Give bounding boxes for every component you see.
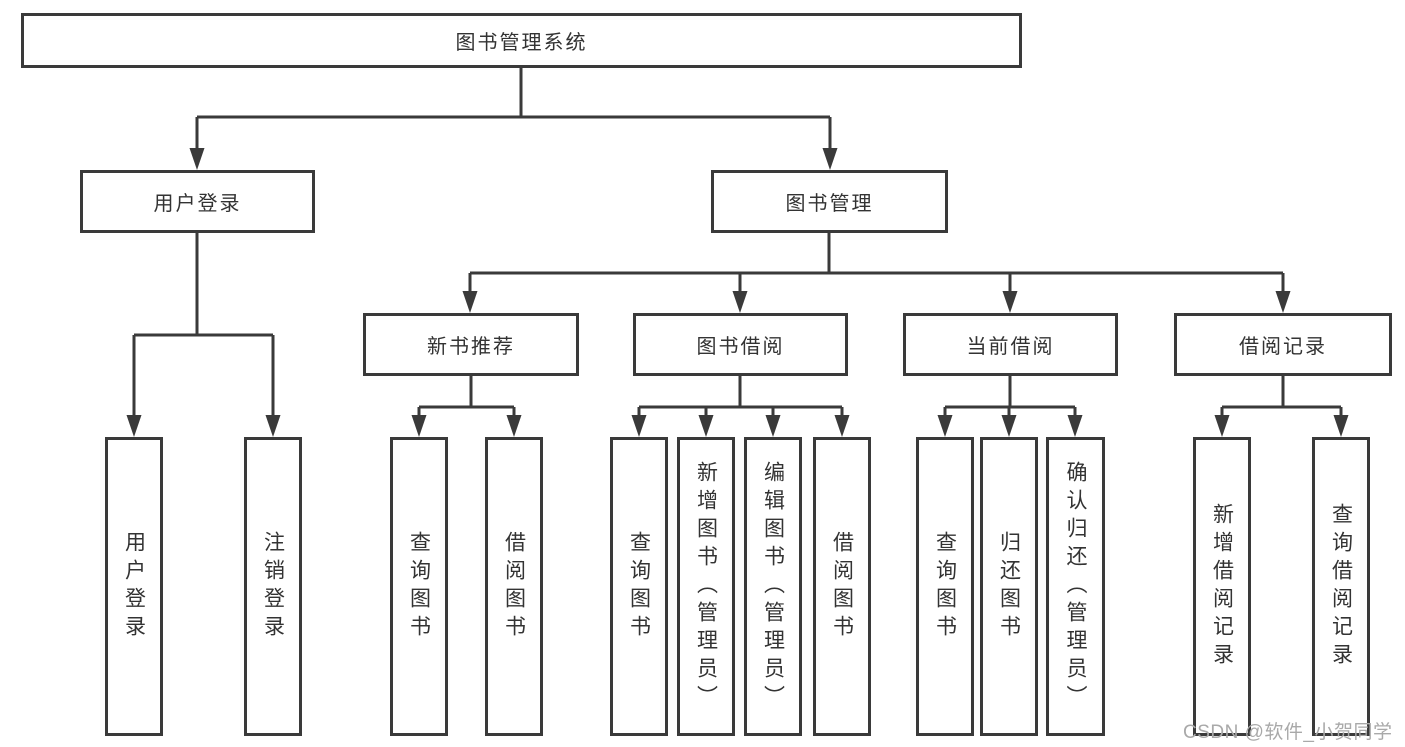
leaf-current-query-books: 查询图书 [916,437,974,736]
arrowhead-icon [937,415,953,437]
leaf-recommend-borrow-books-label: 借阅图书 [502,530,526,643]
arrowhead-icon [631,415,647,437]
leaf-current-confirm-return-admin-label: 确认归还（管理员） [1064,460,1087,713]
node-borrow-records-label: 借阅记录 [1239,336,1327,358]
node-book-management-label: 图书管理 [785,193,874,215]
leaf-recommend-query-books: 查询图书 [390,437,448,736]
leaf-user-login: 用户登录 [105,437,163,736]
arrowhead-icon [411,415,427,437]
arrowhead-icon [462,291,478,313]
arrowhead-icon [1002,291,1018,313]
node-borrow-records: 借阅记录 [1174,313,1392,376]
leaf-recommend-borrow-books: 借阅图书 [485,437,543,736]
leaf-records-query-record-label: 查询借阅记录 [1329,502,1353,671]
arrowhead-icon [1275,291,1291,313]
arrowhead-icon [506,415,522,437]
leaf-records-add-record-label: 新增借阅记录 [1210,502,1234,671]
leaf-borrow-add-books-admin: 新增图书（管理员） [677,437,735,736]
leaf-borrow-add-books-admin-label: 新增图书（管理员） [694,460,718,713]
node-book-management: 图书管理 [711,170,948,233]
leaf-logout: 注销登录 [244,437,302,736]
node-new-book-recommend-label: 新书推荐 [427,336,515,358]
leaf-current-confirm-return-admin: 确认归还（管理员） [1046,437,1105,736]
node-new-book-recommend: 新书推荐 [363,313,579,376]
leaf-borrow-edit-books-admin: 编辑图书（管理员） [744,437,802,736]
leaf-current-return-books: 归还图书 [980,437,1038,736]
arrowhead-icon [765,415,781,437]
leaf-borrow-borrow-books: 借阅图书 [813,437,871,736]
leaf-current-return-books-label: 归还图书 [997,530,1021,643]
connector-borrow-records [1220,376,1343,419]
arrowhead-icon [126,415,142,437]
leaf-borrow-edit-books-admin-label: 编辑图书（管理员） [761,460,785,713]
connector-new-book-rec [417,376,516,419]
arrowhead-icon [265,415,281,437]
arrowhead-icon [834,415,850,437]
node-current-borrow-label: 当前借阅 [966,336,1055,358]
leaf-recommend-query-books-label: 查询图书 [407,530,431,643]
node-book-borrow-label: 图书借阅 [696,336,785,358]
node-user-login: 用户登录 [80,170,315,233]
arrowhead-icon [732,291,748,313]
node-book-borrow: 图书借阅 [633,313,848,376]
leaf-user-login-label: 用户登录 [122,530,146,643]
arrowhead-icon [1067,415,1083,437]
node-user-login-label: 用户登录 [153,193,242,215]
connector-lines [132,68,1343,419]
leaf-borrow-borrow-books-label: 借阅图书 [830,530,854,643]
leaf-logout-label: 注销登录 [261,530,285,643]
arrowhead-icon [698,415,714,437]
arrowhead-icon [189,148,205,170]
leaf-records-add-record: 新增借阅记录 [1193,437,1251,736]
connector-root [195,68,832,150]
connector-book-mgmt [468,233,1285,293]
node-current-borrow: 当前借阅 [903,313,1118,376]
connector-book-borrow [637,376,844,419]
arrowhead-icon [1333,415,1349,437]
leaf-borrow-query-books-label: 查询图书 [627,530,651,643]
csdn-watermark: CSDN @软件_小贺同学 [1183,722,1393,743]
connector-user-login [132,233,275,417]
arrowhead-icon [1214,415,1230,437]
leaf-borrow-query-books: 查询图书 [610,437,668,736]
node-root: 图书管理系统 [21,13,1022,68]
arrowheads [126,148,1349,437]
leaf-records-query-record: 查询借阅记录 [1312,437,1370,736]
arrowhead-icon [822,148,838,170]
leaf-current-query-books-label: 查询图书 [933,530,957,643]
arrowhead-icon [1001,415,1017,437]
node-root-label: 图书管理系统 [455,32,588,54]
connector-current-borrow [943,376,1077,419]
